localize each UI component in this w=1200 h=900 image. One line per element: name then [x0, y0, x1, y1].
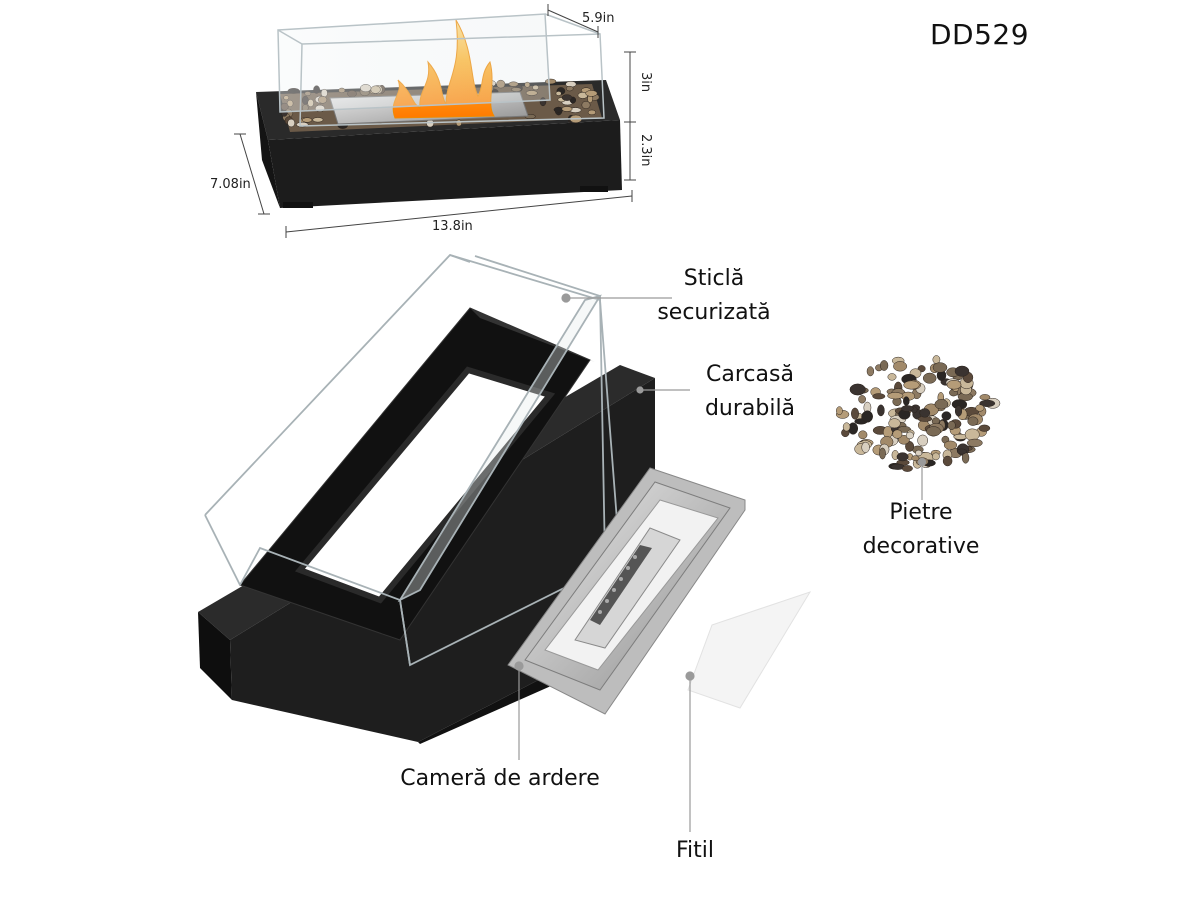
inner-frame-opening	[294, 366, 556, 604]
glass-front	[299, 33, 605, 127]
pebble	[947, 420, 956, 430]
pebble	[932, 452, 940, 461]
dim-length: 13.8in	[432, 219, 473, 234]
pebble	[555, 91, 562, 96]
dim-width: 7.08in	[210, 177, 251, 192]
exploded-housing	[198, 307, 655, 744]
glass-back	[277, 13, 551, 113]
label-tempered-glass: Sticlă securizată	[657, 266, 771, 325]
label-combustion-chamber: Cameră de ardere	[400, 766, 600, 791]
pebble	[872, 393, 886, 400]
pebble	[941, 411, 952, 421]
pebble	[926, 426, 941, 437]
pebble	[892, 429, 903, 439]
pebble	[858, 395, 866, 404]
pebble	[896, 452, 909, 462]
pebble	[861, 441, 870, 453]
pebble	[905, 441, 915, 452]
pebble	[911, 455, 920, 462]
label-decorative-stones: Pietre decorative	[862, 500, 980, 559]
foot	[283, 202, 313, 208]
pebble	[888, 418, 901, 429]
stone-pile	[835, 355, 1001, 472]
pebble	[849, 383, 866, 396]
label-wick: Fitil	[675, 838, 715, 863]
pebble	[312, 117, 324, 123]
pebble	[978, 424, 991, 432]
pebble	[851, 407, 859, 420]
pebble	[964, 428, 980, 441]
pebble	[905, 431, 914, 440]
pebble	[903, 396, 910, 406]
leader-lines	[514, 293, 927, 832]
pebble	[966, 438, 983, 448]
pebble	[942, 455, 953, 467]
pebble	[887, 373, 897, 381]
pebble	[565, 85, 574, 92]
pebble	[581, 100, 591, 110]
pebble	[967, 416, 979, 426]
pebble	[882, 426, 893, 439]
pebble	[879, 360, 889, 371]
pebble	[561, 94, 573, 101]
pebble	[287, 118, 296, 128]
housing-left	[198, 612, 232, 700]
pebble	[858, 430, 868, 440]
pebble	[954, 365, 970, 377]
pebble	[861, 410, 873, 423]
pebble	[879, 447, 886, 460]
burner-box	[507, 467, 746, 715]
dimension-lines	[234, 4, 636, 238]
base-left-side	[256, 92, 280, 208]
dim-base-height: 2.3in	[638, 134, 653, 167]
pebble	[979, 394, 991, 401]
pebble	[903, 380, 920, 390]
pebble	[917, 434, 929, 447]
pebble	[919, 408, 931, 418]
pebble	[877, 404, 885, 417]
exploded-glass	[204, 253, 621, 667]
pebble	[975, 404, 985, 412]
pebble	[866, 366, 875, 377]
pebble	[842, 422, 851, 432]
pebble	[455, 119, 463, 127]
foot	[580, 186, 608, 192]
wick-sheet	[687, 591, 812, 709]
pebble	[836, 406, 843, 416]
pebble	[956, 448, 967, 455]
burner-slot	[590, 545, 652, 625]
dim-depth: 5.9in	[582, 11, 615, 26]
pebble	[302, 117, 313, 123]
pebble	[585, 90, 598, 97]
model-code: DD529	[930, 18, 1030, 51]
pebble	[887, 392, 904, 400]
assembled-fireplace	[256, 13, 622, 208]
dim-glass-height: 3in	[638, 72, 653, 92]
pebble	[946, 379, 962, 390]
label-durable-housing: Carcasă durabilă	[704, 362, 796, 421]
pebble	[893, 361, 908, 372]
pebble	[943, 440, 958, 450]
pebble	[901, 405, 914, 412]
base-front	[268, 120, 622, 208]
pebble	[934, 399, 949, 410]
burner-holes	[598, 555, 637, 614]
pebble	[922, 372, 937, 384]
pebble	[915, 449, 923, 457]
pebble	[979, 399, 996, 407]
pebble	[932, 362, 948, 373]
pebble	[954, 405, 963, 417]
pebble	[561, 106, 573, 112]
pebble	[901, 465, 913, 472]
pebble	[587, 109, 596, 116]
